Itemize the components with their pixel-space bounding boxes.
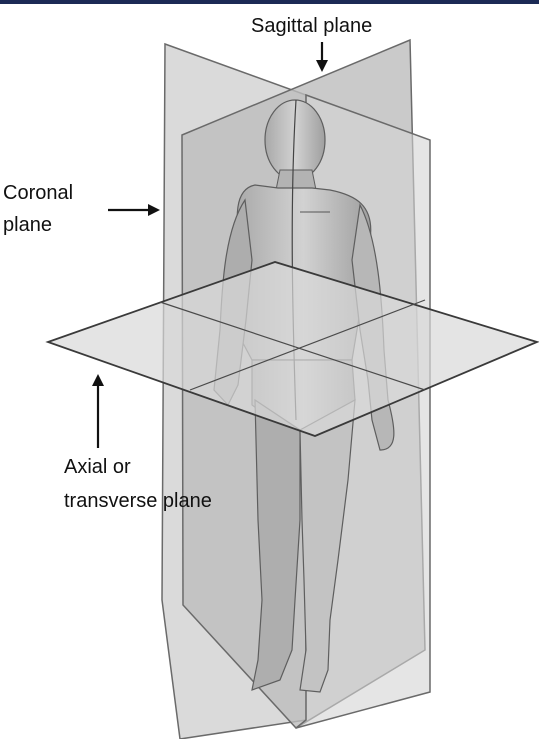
axial-plane [48,262,537,436]
sagittal-plane-label: Sagittal plane [251,14,372,38]
coronal-arrow [108,204,160,216]
axial-plane-label-line2: transverse plane [64,489,212,513]
coronal-plane-label-line2: plane [3,213,52,237]
axial-plane-label-line1: Axial or [64,455,131,479]
sagittal-arrow [316,42,328,72]
axial-arrow [92,374,104,448]
coronal-plane-label-line1: Coronal [3,181,73,205]
